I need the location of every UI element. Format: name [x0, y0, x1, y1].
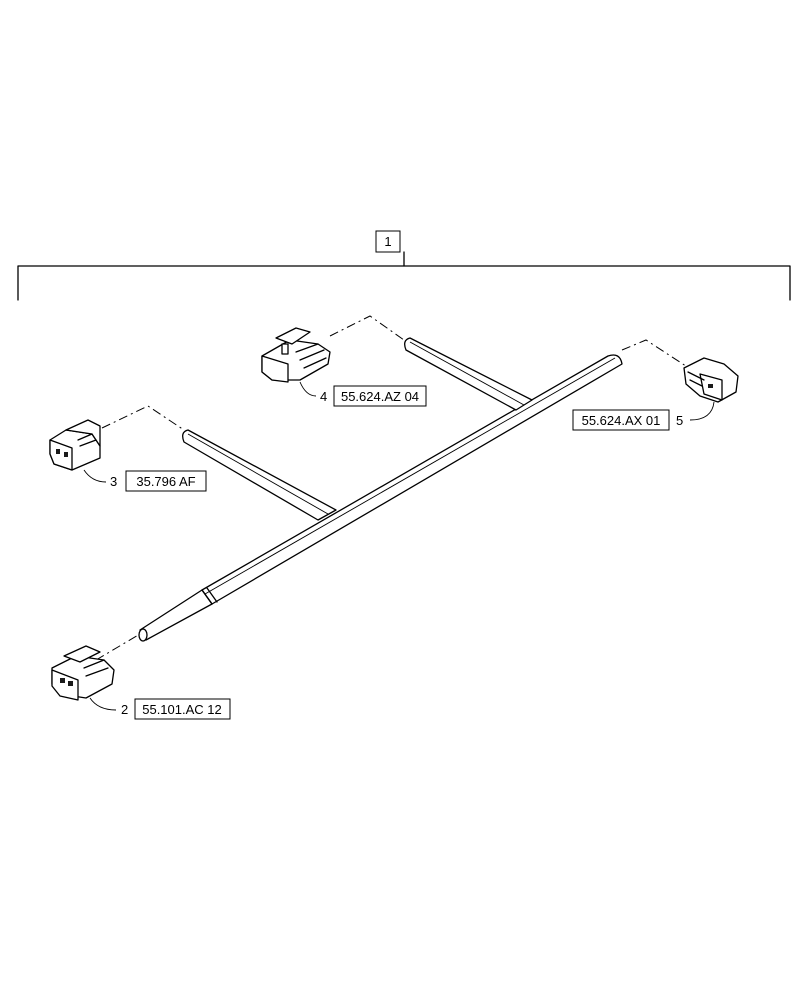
connector-5 [683, 357, 739, 403]
callout-5: 5 55.624.AX 01 [572, 401, 715, 431]
harness-branch-3 [182, 429, 337, 521]
assembly-leader-lines [95, 315, 693, 661]
callout-3-item: 3 [110, 474, 117, 489]
harness-main-trunk [138, 354, 623, 642]
callout-2: 2 55.101.AC 12 [89, 697, 231, 720]
callout-4: 4 55.624.AZ 04 [299, 381, 427, 407]
callout-3-ref: 35.796 AF [136, 474, 195, 489]
callout-2-item: 2 [121, 702, 128, 717]
connector-2 [51, 645, 115, 701]
assembly-bracket [17, 251, 791, 301]
assembly-callout: 1 [375, 230, 401, 253]
callout-5-item: 5 [676, 413, 683, 428]
callout-4-ref: 55.624.AZ 04 [341, 389, 419, 404]
callout-5-ref: 55.624.AX 01 [582, 413, 661, 428]
callout-3: 3 35.796 AF [83, 469, 207, 492]
harness-branch-4 [404, 337, 533, 411]
callout-4-item: 4 [320, 389, 327, 404]
callout-2-ref: 55.101.AC 12 [142, 702, 222, 717]
connector-3 [49, 419, 101, 471]
connector-4 [261, 327, 331, 383]
assembly-item-number: 1 [384, 234, 391, 249]
